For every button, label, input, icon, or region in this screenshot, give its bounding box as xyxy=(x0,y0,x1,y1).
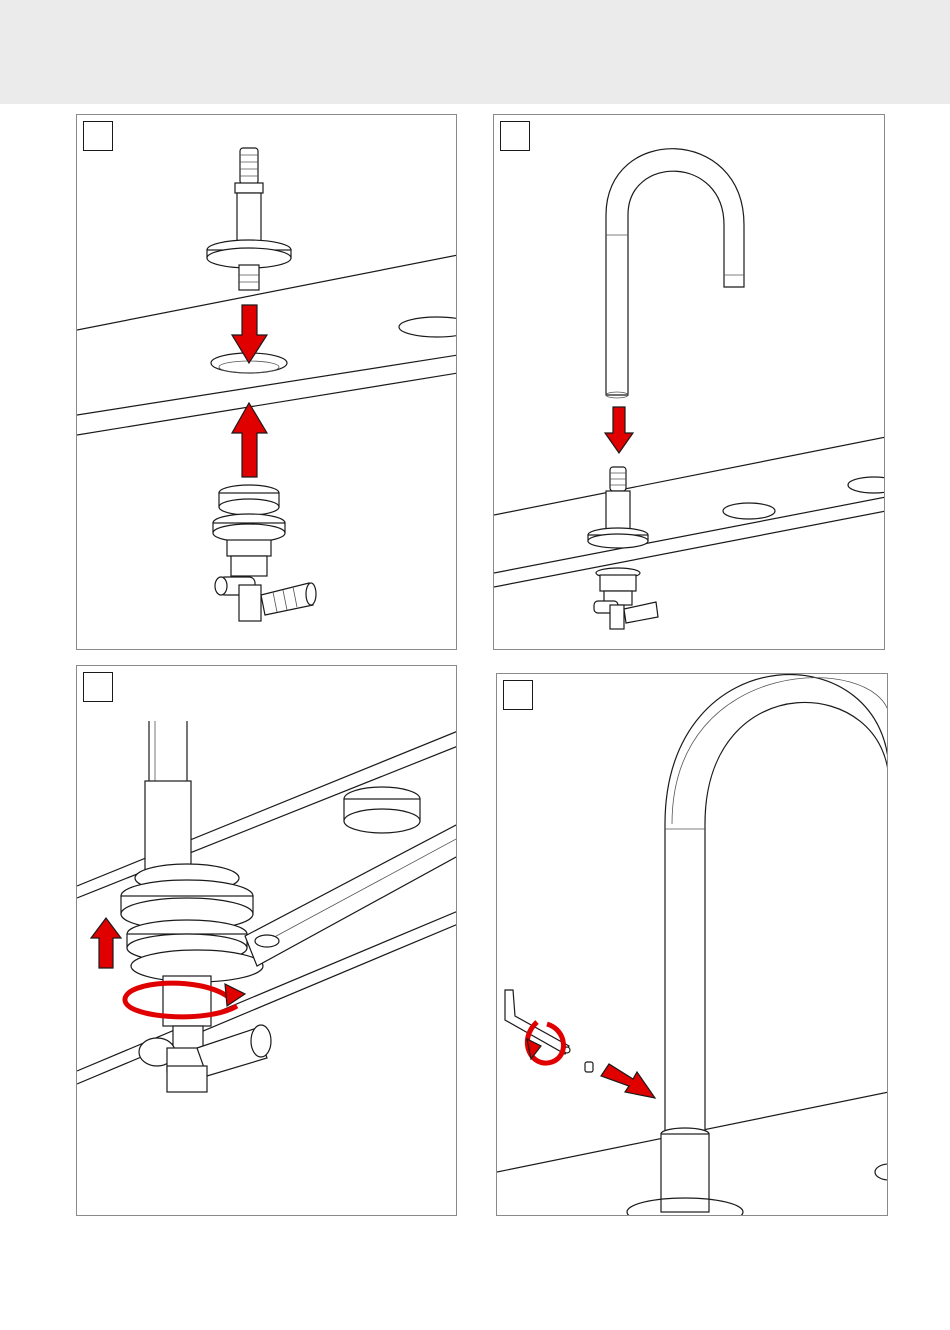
step-panel-1 xyxy=(76,114,457,650)
header-band xyxy=(0,0,950,104)
step-panel-4 xyxy=(496,673,888,1216)
step-number-box xyxy=(83,121,113,151)
arrow-diagonal-icon xyxy=(601,1064,655,1098)
step-panel-2 xyxy=(493,114,885,650)
grub-screw-illustration xyxy=(497,674,888,1216)
step-number-box xyxy=(83,672,113,702)
arrow-down-icon xyxy=(605,407,633,453)
arrow-down-icon xyxy=(232,305,267,363)
arrow-up-icon xyxy=(232,403,267,477)
valve-install-illustration xyxy=(77,115,457,650)
step-number-box xyxy=(503,680,533,710)
arrow-up-icon xyxy=(91,918,121,968)
spout-install-illustration xyxy=(494,115,885,650)
step-panel-3 xyxy=(76,665,457,1216)
tighten-nut-illustration xyxy=(77,666,457,1216)
step-number-box xyxy=(500,121,530,151)
